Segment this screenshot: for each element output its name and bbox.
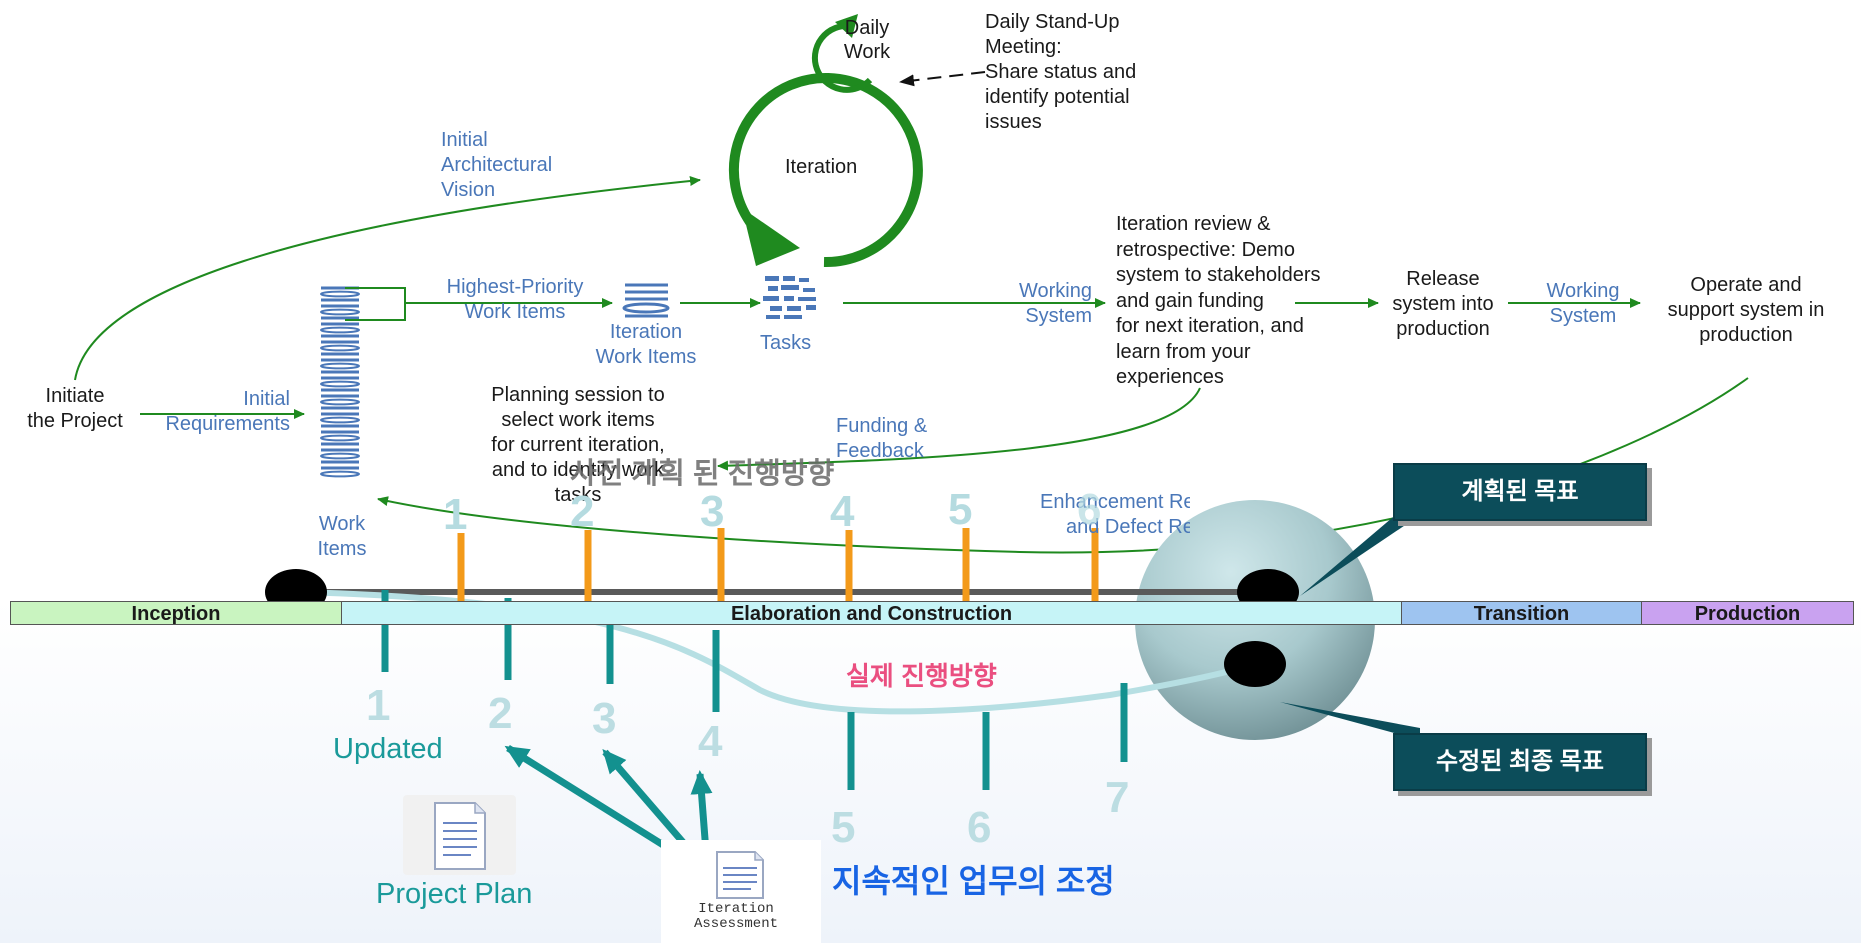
funding-feedback-label: Funding &Feedback	[836, 415, 928, 462]
updated-label: Updated	[333, 733, 443, 765]
phase-inception: Inception	[10, 601, 342, 625]
planned-milestone-number-4: 4	[830, 487, 855, 536]
project-plan-label: Project Plan	[376, 878, 533, 910]
daily-work-loop-arrowhead	[835, 14, 858, 38]
daily-work-loop	[811, 22, 873, 93]
planned-direction-label: 사전 계획 된 진행방향	[570, 458, 835, 490]
funding-feedback-arrow	[717, 387, 1201, 471]
actual-milestone-number-1: 1	[366, 681, 391, 730]
tasks-icon	[763, 276, 816, 319]
iteration-cycle-arrow	[728, 73, 923, 268]
arch-vision-arrow	[74, 176, 701, 381]
actual-milestone-number-2: 2	[488, 689, 513, 738]
planned-milestone-number-1: 1	[443, 490, 468, 539]
planned-goal-pointer	[1300, 507, 1432, 596]
actual-milestone-number-7: 7	[1105, 773, 1130, 822]
iteration-label: Iteration	[785, 156, 858, 178]
enhancement-requests-label: Enhancement Requestsand Defect Reports	[1040, 491, 1190, 538]
assessment-arrow-2	[602, 748, 697, 858]
actual-milestone-number-6: 6	[967, 803, 992, 852]
phase-elaboration-construction: Elaboration and Construction	[341, 601, 1402, 625]
phase-transition: Transition	[1401, 601, 1642, 625]
tasks-label: Tasks	[760, 332, 812, 354]
actual-milestone-number-4: 4	[698, 717, 723, 766]
planned-milestone-markers	[457, 528, 1099, 612]
continuous-adjustment-label: 지속적인 업무의 조정	[832, 863, 1115, 899]
actual-milestone-number-5: 5	[831, 803, 856, 852]
planned-milestone-number-6: 6	[1077, 485, 1102, 534]
planned-milestone-number-3: 3	[700, 487, 725, 536]
enhancement-requests-arrow	[377, 377, 1749, 554]
project-plan-document-icon	[403, 795, 516, 875]
standup-arrow	[899, 71, 986, 87]
actual-direction-label: 실제 진행방향	[846, 661, 997, 691]
planned-milestone-number-2: 2	[570, 487, 595, 536]
planned-milestone-number-5: 5	[948, 485, 973, 534]
phase-production: Production	[1641, 601, 1854, 625]
iteration-cycle-arrowhead	[742, 208, 800, 266]
revised-goal-pointer	[1280, 702, 1420, 740]
assessment-arrow-3	[690, 770, 713, 853]
assessment-arrow-1	[504, 745, 686, 861]
work-items-stack-icon	[320, 286, 360, 478]
iteration-work-items-icon	[622, 283, 670, 318]
actual-milestone-number-3: 3	[592, 694, 617, 743]
planned-goal-callout: 계획된 목표	[1393, 463, 1647, 521]
revised-goal-point	[1224, 641, 1286, 687]
revised-goal-callout: 수정된 최종 목표	[1393, 733, 1647, 791]
